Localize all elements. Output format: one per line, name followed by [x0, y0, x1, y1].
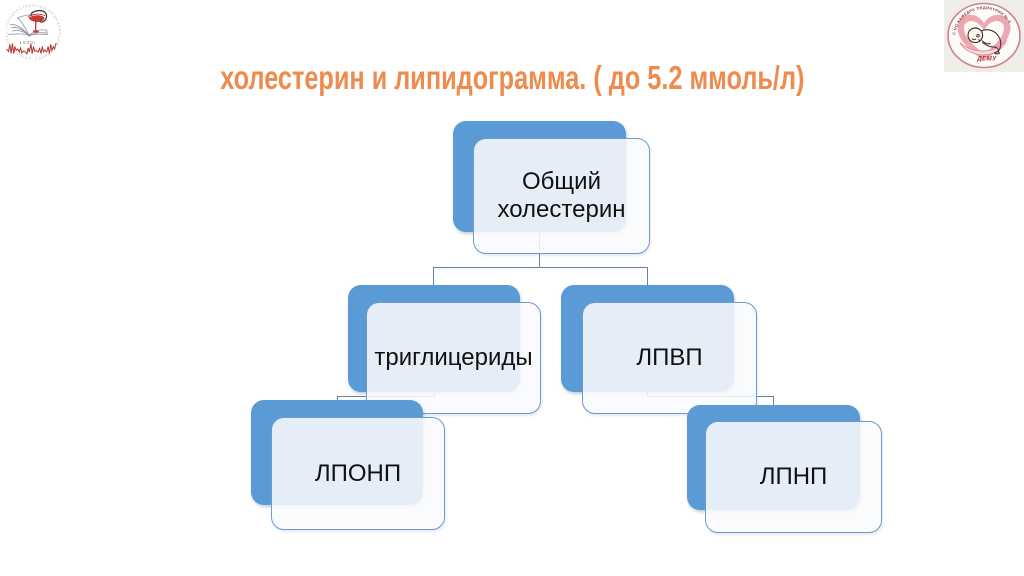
svg-text:ДГМУ: ДГМУ — [976, 56, 997, 63]
svg-text:1920г: 1920г — [19, 40, 36, 45]
